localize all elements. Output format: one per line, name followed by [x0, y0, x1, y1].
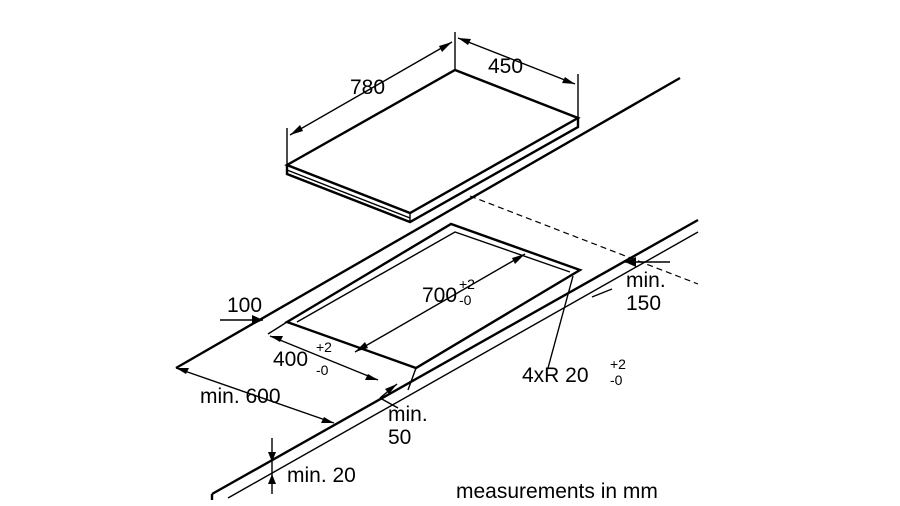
cutout-length-label: 700 [422, 284, 457, 307]
depth-label: min. 600 [200, 385, 281, 408]
side-clearance-min-label: min. [626, 269, 666, 292]
corner-radius-leader [547, 275, 574, 369]
cutout-width-tol-minus: -0 [316, 362, 329, 378]
thickness-dimension [268, 438, 276, 494]
back-clearance-min-label: min. [388, 403, 428, 426]
corner-radius-tol-minus: -0 [610, 372, 623, 388]
front-edge-dimension [220, 315, 263, 325]
depth-dimension [175, 367, 335, 424]
units-note: measurements in mm [456, 480, 658, 503]
cutout-length-dimension [354, 253, 526, 353]
hob-length-label: 780 [350, 76, 385, 99]
hob-width-label: 450 [488, 55, 523, 78]
cutout-width-dimension [267, 321, 379, 381]
cutout-drawing [284, 222, 583, 391]
side-clearance-value: 150 [626, 292, 661, 315]
cutout-length-tol-plus: +2 [459, 276, 475, 292]
cutout-width-tol-plus: +2 [316, 339, 332, 355]
hob-width-dimension [457, 37, 579, 118]
corner-radius-label: 4xR 20 [522, 364, 589, 387]
cutout-length-tol-minus: -0 [459, 292, 472, 308]
back-clearance-dimension [379, 383, 399, 409]
side-clearance-dimension [591, 257, 670, 298]
back-clearance-value: 50 [388, 426, 411, 449]
cutout-width-label: 400 [273, 348, 308, 371]
hob-drawing [284, 68, 581, 224]
corner-radius-tol-plus: +2 [610, 356, 626, 372]
thickness-label: min. 20 [287, 464, 356, 487]
hob-length-dimension [286, 32, 456, 165]
front-edge-label: 100 [227, 294, 262, 317]
